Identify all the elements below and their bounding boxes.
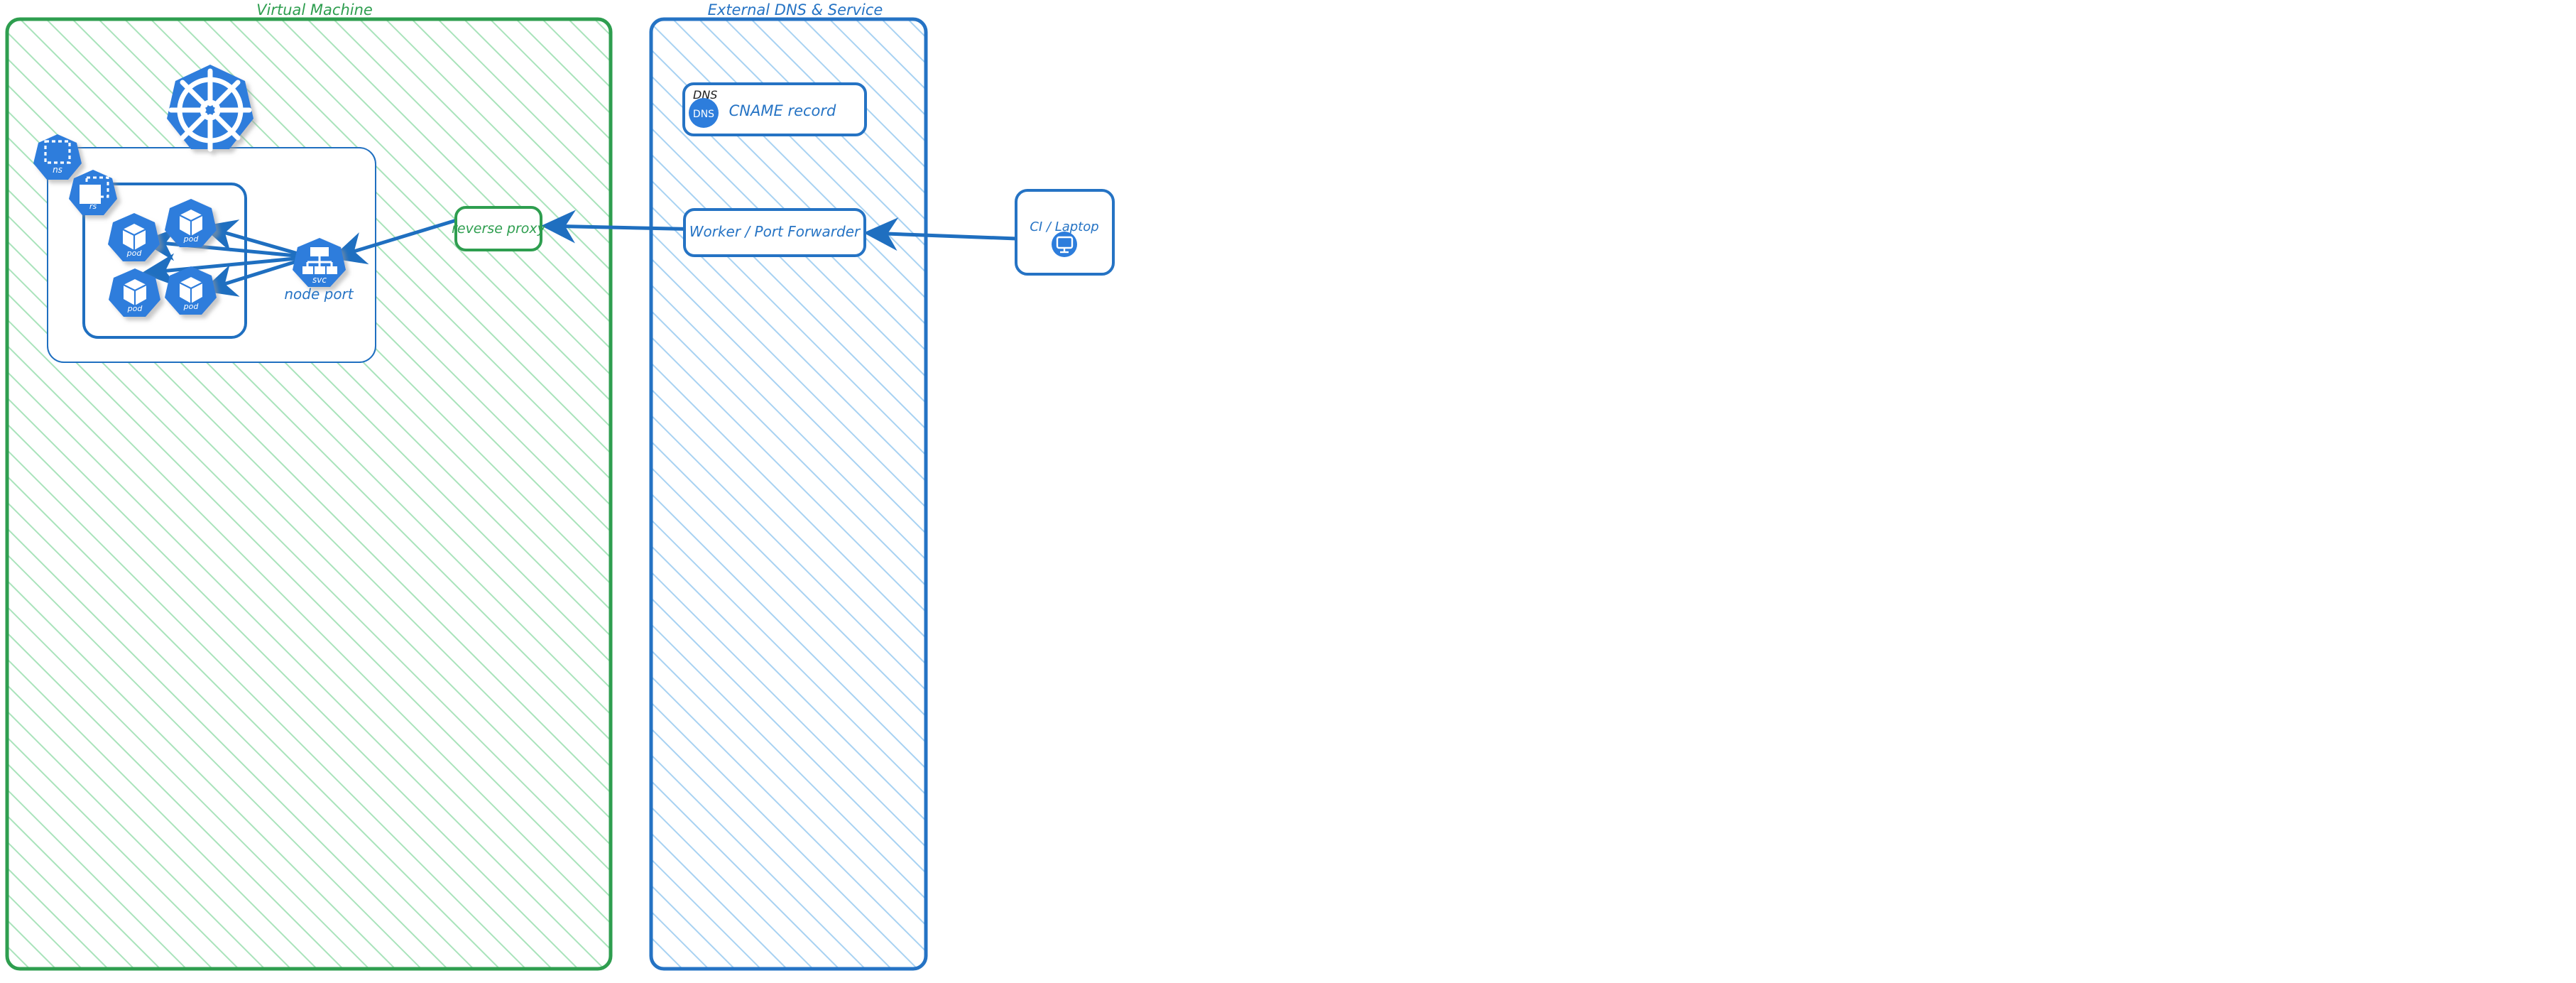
ci-laptop-node[interactable]: CI / Laptop [1015,189,1115,276]
pod-icon-2-label: pod [183,234,200,244]
external-dns-service-zone-rect [649,17,928,971]
pod-icon-4: pod [165,266,217,315]
virtual-machine-zone-label: Virtual Machine [256,1,373,18]
edge-svc-to-pod-4 [202,255,311,297]
desktop-monitor-icon [1052,232,1077,257]
dns-badge-label: DNS [693,109,714,120]
service-icon-label: svc [312,275,327,285]
pod-icon-1-label: pod [126,249,143,258]
pod-icon-3-label: pod [127,304,143,313]
pod-icon-1: pod [108,213,160,261]
edge-svc-to-pod-2 [202,219,311,259]
service-icon: svc [293,238,346,287]
external-dns-service-zone-label: External DNS & Service [708,1,883,18]
cname-record-label: CNAME record [729,102,836,119]
namespace-icon: ns [33,134,82,180]
ci-laptop-label: CI / Laptop [1030,219,1098,234]
reverse-proxy-box[interactable] [454,206,542,251]
pod-icon-2: pod [165,199,217,247]
dns-badge-circle [689,98,719,128]
replicaset-icon: rs [69,170,117,215]
replicaset-icon-label: rs [89,202,97,211]
edge-reverse-proxy-to-svc [331,218,457,265]
node-port-caption: node port [284,286,354,303]
worker-port-forwarder-box[interactable] [683,208,866,257]
zone-external-dns-service: External DNS & Service [649,1,928,971]
dns-cname-box[interactable] [682,82,867,136]
dns-box-header: DNS [693,88,717,102]
edge-ci-laptop-to-worker [863,217,1017,251]
reverse-proxy-node[interactable]: reverse proxy [452,206,546,251]
reverse-proxy-label: reverse proxy [452,221,546,237]
zone-virtual-machine: Virtual Machine [5,1,613,971]
worker-port-forwarder-label: Worker / Port Forwarder [689,223,861,240]
worker-port-forwarder-node[interactable]: Worker / Port Forwarder [683,208,866,257]
kubernetes-logo-icon [167,65,253,152]
pod-icon-3: pod [109,268,160,317]
dns-cname-node[interactable]: DNS DNS CNAME record [682,82,867,136]
pod-icon-4-label: pod [183,302,200,311]
namespace-icon-label: ns [53,165,62,175]
service-to-pod-edges [141,219,311,297]
